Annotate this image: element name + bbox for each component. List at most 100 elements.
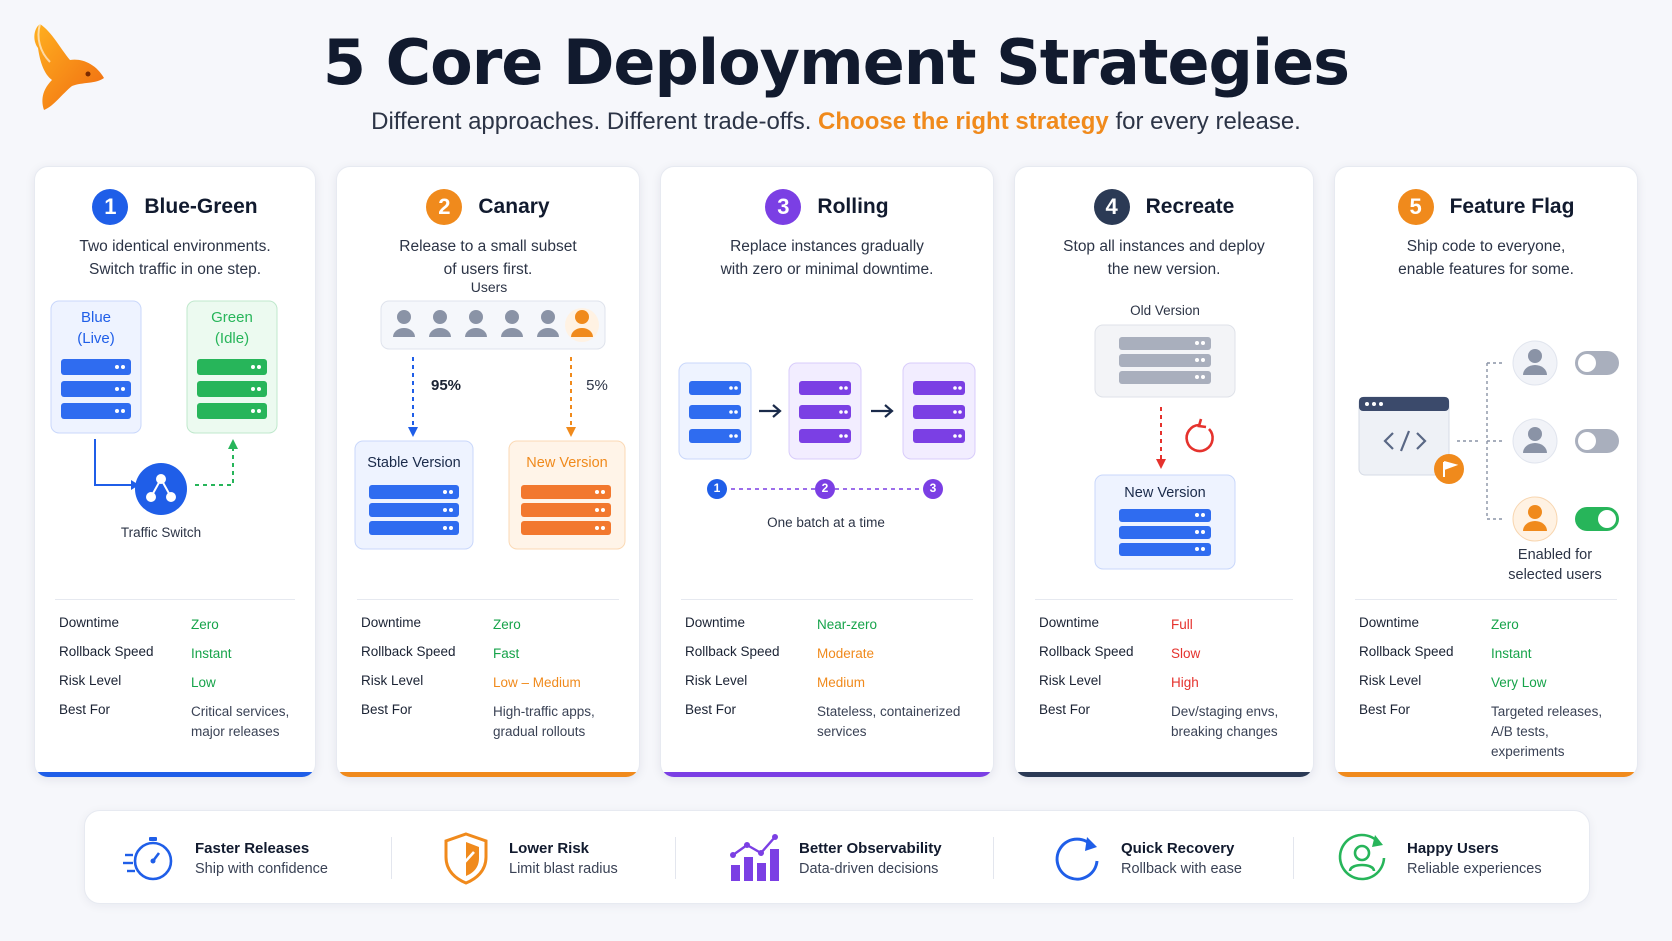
divider [1035,599,1293,600]
step-dot-3 [923,479,943,499]
stable-server-icon [369,485,459,535]
old-version-label: Old Version [1130,303,1200,318]
metric-rollback: Rollback Speed Instant [1359,644,1625,673]
card-title: Feature Flag [1449,195,1575,218]
feature-flag-diagram: Enabled for selected users [1335,167,1637,597]
metric-value: Zero [191,617,219,632]
stopwatch-icon [123,837,173,881]
blue-status: (Live) [77,330,115,347]
new-version-label: New Version [526,455,608,471]
accent-bar [661,772,993,777]
metric-key: Risk Level [1039,673,1102,688]
best-line: High-traffic apps, [493,704,595,719]
metric-key: Best For [361,702,413,717]
card-header: 3 Rolling [661,189,993,225]
step-number-badge: 3 [765,189,802,225]
metric-value: Low – Medium [493,675,581,690]
recreate-graphic [1094,324,1236,570]
card-title: Blue-Green [144,195,258,218]
metric-key: Best For [1039,702,1091,717]
metric-value: Low [191,675,216,690]
subtitle-part-2: for every release. [1115,108,1301,135]
card-blue-green: 1 Blue-Green Two identical environments.… [34,166,316,778]
metric-key: Risk Level [361,673,424,688]
card-recreate: 4 Recreate Stop all instances and deploy… [1014,166,1314,778]
users-label: Users [470,279,508,295]
card-description: Stop all instances and deploy the new ve… [1025,235,1303,281]
rabbit-logo [34,23,104,110]
step-number: 2 [821,481,829,495]
divider [55,599,295,600]
metric-key: Rollback Speed [361,644,456,659]
divider [1355,599,1617,600]
metric-value: Instant [191,646,232,661]
green-status: (Idle) [214,330,250,347]
new-version-label: New Version [1124,485,1206,501]
step-number-badge: 2 [426,189,463,225]
metric-key: Risk Level [1359,673,1422,688]
metric-value: Zero [1491,617,1519,632]
new-server-icon [1119,509,1211,556]
benefit-better-observability: Better Observability Data-driven decisio… [729,827,942,889]
metric-key: Best For [685,702,737,717]
server-icon-1 [689,381,741,443]
subtitle-highlight: Choose the right strategy [818,108,1109,135]
benefit-subtitle: Rollback with ease [1121,860,1242,877]
step-dot-1 [707,479,727,499]
metric-key: Downtime [685,615,746,630]
metric-key: Downtime [1359,615,1420,630]
card-title: Recreate [1145,195,1235,218]
benefit-subtitle: Reliable experiences [1407,860,1542,877]
desc-line: Replace instances gradually [730,238,924,255]
metric-key: Best For [1359,702,1411,717]
benefit-title: Faster Releases [195,839,310,857]
desc-line: the new version. [1107,261,1221,278]
metric-key: Rollback Speed [1039,644,1134,659]
card-rolling: 3 Rolling Replace instances gradually wi… [660,166,994,778]
best-line: A/B tests, experiments [1491,724,1565,759]
flag-icon [1434,454,1464,484]
accent-bar [1335,772,1637,777]
benefit-subtitle: Data-driven decisions [799,860,939,877]
metric-value: Dev/staging envs,breaking changes [1171,702,1301,742]
blue-label: Blue [80,309,112,326]
metric-key: Rollback Speed [1359,644,1454,659]
metric-value: Very Low [1491,675,1547,690]
canary-graphic [354,300,626,550]
benefits-bar: Faster Releases Ship with confidence Low… [84,810,1590,904]
green-label: Green [211,309,253,326]
card-header: 1 Blue-Green [35,189,315,225]
divider [1293,837,1294,879]
best-line: Dev/staging envs, [1171,704,1279,719]
metric-value: Full [1171,617,1193,632]
metric-best-for: Best For Dev/staging envs,breaking change… [1039,702,1301,742]
blue-green-diagram: Blue (Live) Green (Idle) Traffic Switch [35,167,315,597]
metric-key: Downtime [361,615,422,630]
benefit-subtitle: Limit blast radius [509,860,618,877]
best-line: Targeted releases, [1491,704,1603,719]
metrics-table: Downtime Zero Rollback Speed Instant Risk … [1359,615,1625,762]
metric-risk: Risk Level Very Low [1359,673,1625,702]
metric-key: Risk Level [685,673,748,688]
card-canary: 2 Canary Release to a small subset of us… [336,166,640,778]
user-refresh-icon [1338,833,1386,881]
stable-percent: 95% [430,377,462,394]
canary-diagram: Users 95% 5% Stable Version New Version [337,167,639,597]
metric-value: Instant [1491,646,1532,661]
card-header: 4 Recreate [1015,189,1313,225]
blue-server-icon [61,359,131,419]
